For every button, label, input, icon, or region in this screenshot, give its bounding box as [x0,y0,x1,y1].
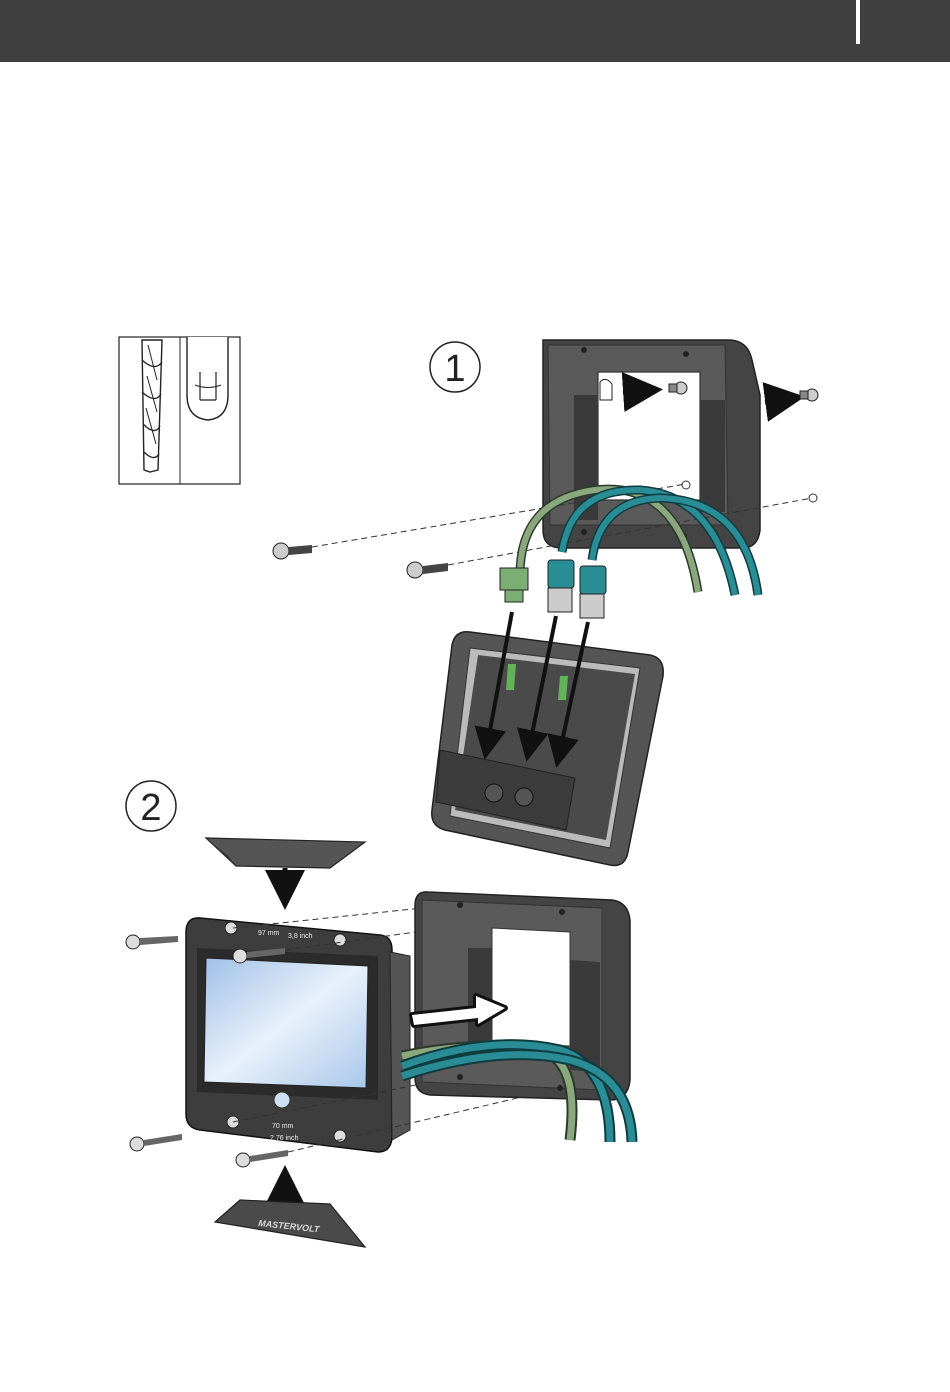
step1-marker: 1 [430,342,480,392]
network-connector-1 [548,560,574,612]
network-connector-2 [580,566,606,618]
dimension-bottom-mm: 70 mm [272,1123,294,1130]
drill-bit-icon [142,340,162,472]
dimension-bottom-inch: 2,76 inch [270,1135,299,1142]
step1-label: 1 [444,348,465,390]
screw-step2-top-left [126,935,178,949]
power-button-icon [274,1092,290,1108]
step2-marker: 2 [126,781,176,831]
bottom-cover: MASTERVOLT [215,1175,365,1247]
top-cover [206,838,365,900]
dimension-top-inch: 3,8 inch [288,933,313,940]
tools-box [119,337,240,484]
phillips-screwdriver-icon [187,337,228,420]
display-front: 97 mm 3,8 inch 70 mm 2,76 inch [186,918,410,1152]
dimension-top-mm: 97 mm [258,930,280,937]
step2-label: 2 [140,787,161,829]
screw-step2-bottom-left [130,1134,182,1151]
screw-removed-2 [765,389,818,402]
power-connector [500,568,528,602]
screw-step2-bottom-mid [236,1150,288,1167]
screen [204,958,368,1088]
